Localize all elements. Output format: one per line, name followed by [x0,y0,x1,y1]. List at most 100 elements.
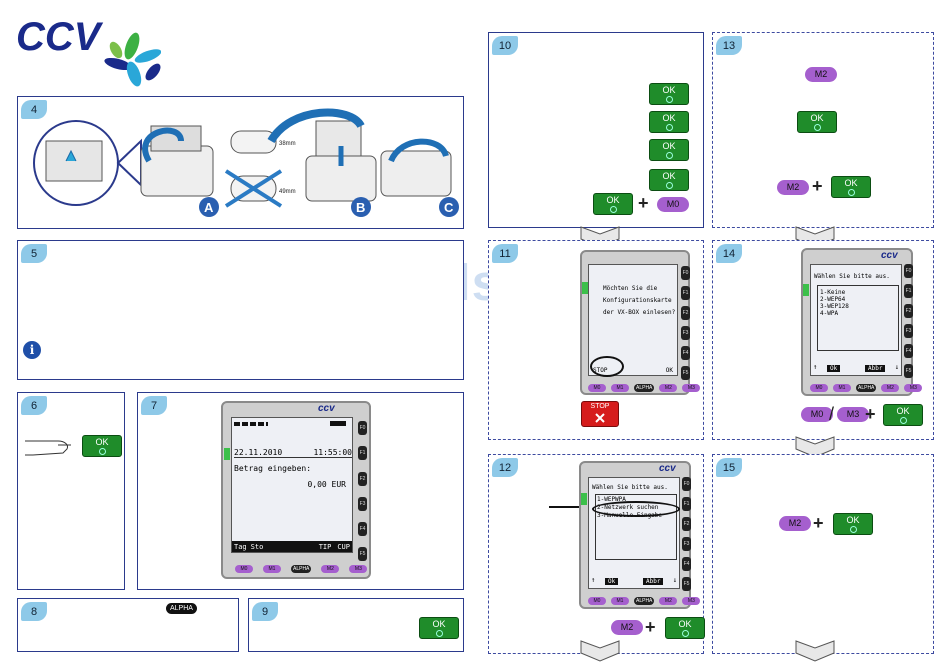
m0-key[interactable]: M0 [810,384,828,392]
ok-button[interactable]: OK [649,111,689,133]
m3-key[interactable]: M3 [904,384,923,392]
m1-key[interactable]: M1 [611,597,629,605]
ok-button[interactable]: OK [649,169,689,191]
softkey-cup[interactable]: CUP [337,542,350,551]
m2-key[interactable]: M2 [321,565,340,573]
softkey-ok[interactable]: OK [665,367,673,374]
m2-button[interactable]: M2 [777,180,809,195]
alpha-key[interactable]: ALPHA [291,565,312,573]
softkey-tip[interactable]: TIP [318,542,332,551]
step-6-panel: 6 OK [17,392,125,590]
m0-key[interactable]: M0 [235,565,253,573]
alpha-key[interactable]: ALPHA [634,597,655,605]
terminal-device: Möchten Sie die Konfigurationskarte der … [580,250,701,395]
f5-key[interactable]: F5 [681,366,690,380]
menu-item-3[interactable]: 3-WEP128 [820,303,849,310]
alpha-key[interactable]: ALPHA [166,603,197,614]
m1-key[interactable]: M1 [611,384,629,392]
softkey-ok[interactable]: Ok [605,578,619,585]
m1-key[interactable]: M1 [833,384,851,392]
down-arrow-icon [795,640,835,662]
m2-button[interactable]: M2 [611,620,643,635]
f5-key[interactable]: F5 [904,364,913,378]
f4-key[interactable]: F4 [904,344,913,358]
ok-button[interactable]: OK [649,83,689,105]
ok-button[interactable]: OK [665,617,705,639]
menu-title: Wählen Sie bitte aus. [814,273,890,280]
ok-button[interactable]: OK [831,176,871,198]
m2-key[interactable]: M2 [659,384,678,392]
ok-button[interactable]: OK [419,617,459,639]
green-indicator [582,282,588,294]
softkey-tag[interactable]: Tag [234,542,247,551]
ok-button[interactable]: OK [82,435,122,457]
f3-key[interactable]: F3 [681,326,690,340]
f4-key[interactable]: F4 [358,522,367,536]
m3-key[interactable]: M3 [349,565,368,573]
step-badge: 9 [252,602,278,621]
bottom-keys: M0 M1 ALPHA M2 M3 [588,597,701,605]
f0-key[interactable]: F0 [682,477,691,491]
ok-label: OK [432,619,446,629]
f3-key[interactable]: F3 [682,537,691,551]
f3-key[interactable]: F3 [358,497,367,511]
menu-item-1[interactable]: 1-WEPWPA [597,496,626,503]
m2-button[interactable]: M2 [779,516,811,531]
ok-button[interactable]: OK [649,139,689,161]
ok-button[interactable]: OK [797,111,837,133]
selection-highlight-circle [592,501,680,517]
softkey-abbr[interactable]: Abbr [643,578,664,585]
m2-key[interactable]: M2 [659,597,678,605]
f2-key[interactable]: F2 [904,304,913,318]
f1-key[interactable]: F1 [682,497,691,511]
slash-separator: / [829,404,835,424]
f2-key[interactable]: F2 [681,306,690,320]
softkey-abbr[interactable]: Abbr [865,365,886,372]
softkey-sto[interactable]: Sto [250,542,264,551]
ok-button[interactable]: OK [883,404,923,426]
bottom-keys: M0 M1 ALPHA M2 M3 [588,384,701,392]
f4-key[interactable]: F4 [682,557,691,571]
step-badge: 11 [492,244,518,263]
menu-item-4[interactable]: 4-WPA [820,310,839,317]
m3-button[interactable]: M3 [837,407,869,422]
ok-label: OK [662,171,676,181]
f1-key[interactable]: F1 [904,284,913,298]
m0-button[interactable]: M0 [657,197,689,212]
f1-key[interactable]: F1 [681,286,690,300]
f5-key[interactable]: F5 [682,577,691,591]
m3-key[interactable]: M3 [682,384,701,392]
ok-button[interactable]: OK [833,513,873,535]
f2-key[interactable]: F2 [358,472,367,486]
f5-key[interactable]: F5 [358,547,367,561]
menu-item-1[interactable]: 1-Keine [820,289,846,296]
step-13-panel: 13 M2 OK M2 + OK [712,32,934,228]
ok-button[interactable]: OK [593,193,633,215]
f4-key[interactable]: F4 [681,346,690,360]
m0-key[interactable]: M0 [588,384,606,392]
terminal-device: ccv Wählen Sie bitte aus. 1-WEPWPA 2-Net… [579,461,701,609]
f1-key[interactable]: F1 [358,446,367,460]
f0-key[interactable]: F0 [358,421,367,435]
stop-button[interactable]: STOP [581,401,619,427]
m3-key[interactable]: M3 [682,597,701,605]
menu-item-2[interactable]: 2-WEP64 [820,296,846,303]
alpha-key[interactable]: ALPHA [856,384,877,392]
f2-key[interactable]: F2 [682,517,691,531]
alpha-key[interactable]: ALPHA [634,384,655,392]
f3-key[interactable]: F3 [904,324,913,338]
bottom-keys: M0 M1 ALPHA M2 M3 [810,384,923,392]
m2-button[interactable]: M2 [805,67,837,82]
m0-button[interactable]: M0 [801,407,833,422]
m1-key[interactable]: M1 [263,565,281,573]
down-arrow-icon [795,436,835,458]
step-9-panel: 9 OK [248,598,464,652]
date: 22.11.2010 [234,448,283,457]
softkey-ok[interactable]: Ok [827,365,841,372]
f0-key[interactable]: F0 [904,264,913,278]
m2-key[interactable]: M2 [881,384,900,392]
step-8-panel: 8 ALPHA [17,598,239,652]
f0-key[interactable]: F0 [681,266,690,280]
m0-key[interactable]: M0 [588,597,606,605]
arrow-up-icon: ↑ [591,576,596,584]
